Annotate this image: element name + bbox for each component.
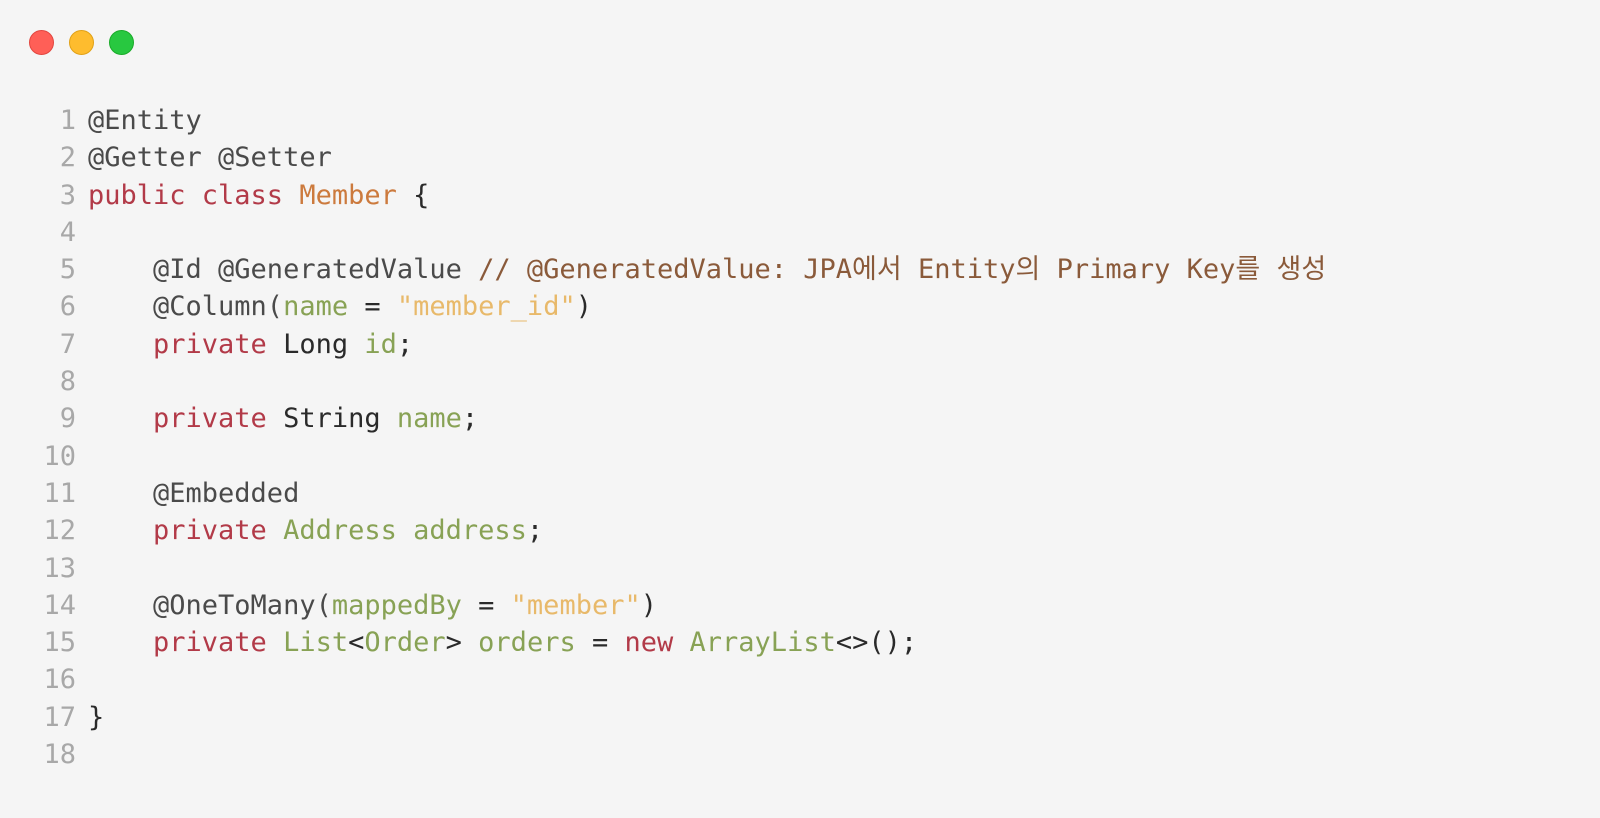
code-token: orders <box>478 627 576 659</box>
line-number: 17 <box>43 701 76 733</box>
code-line: 10 <box>30 438 1326 475</box>
code-token: Long <box>283 328 365 360</box>
line-number: 15 <box>43 627 76 659</box>
code-token: ; <box>526 515 544 547</box>
code-token: id <box>364 328 397 360</box>
line-number: 1 <box>59 105 76 136</box>
line-source: @Id @GeneratedValue // @GeneratedValue: … <box>88 251 1326 288</box>
code-line: 16 <box>30 661 1326 698</box>
line-number: 2 <box>59 142 76 174</box>
line-number: 10 <box>43 440 76 472</box>
code-token: new <box>624 627 690 659</box>
line-source: @OneToMany(mappedBy = "member") <box>88 587 657 624</box>
code-token: @Column( <box>88 291 284 323</box>
maximize-button[interactable] <box>109 30 134 55</box>
close-button[interactable] <box>29 30 54 55</box>
code-token: private <box>88 328 284 360</box>
line-number: 3 <box>59 179 76 211</box>
code-token: address <box>413 515 527 547</box>
code-token: } <box>88 701 105 733</box>
code-line: 12 private Address address; <box>30 512 1326 549</box>
code-token: mappedBy <box>331 589 462 621</box>
code-token: = <box>461 589 511 621</box>
line-number: 12 <box>43 515 76 547</box>
line-number: 8 <box>59 366 76 398</box>
code-token: name <box>396 403 462 435</box>
code-token: private <box>88 627 284 659</box>
line-number: 6 <box>59 291 76 323</box>
code-token: { <box>396 179 430 211</box>
code-token: ArrayList <box>689 627 836 659</box>
code-token: > <box>445 627 479 659</box>
code-token: = <box>348 291 397 323</box>
code-token: = <box>575 627 625 659</box>
window-controls <box>29 30 134 55</box>
code-token: @OneToMany( <box>88 589 332 621</box>
line-source: private Long id; <box>88 326 413 363</box>
code-line: 8 <box>30 363 1326 400</box>
code-token: name <box>283 291 349 323</box>
line-source: private Address address; <box>88 512 543 549</box>
code-token: ; <box>396 328 414 360</box>
code-line: 1 @Entity <box>30 102 1326 139</box>
code-token: @Entity <box>88 105 202 136</box>
code-token: Member <box>299 179 397 211</box>
code-line: 13 <box>30 550 1326 587</box>
code-line: 5 @Id @GeneratedValue // @GeneratedValue… <box>30 251 1326 288</box>
code-token: // @GeneratedValue: JPA에서 Entity의 Primar… <box>478 254 1327 286</box>
code-line: 9 private String name; <box>30 400 1326 437</box>
code-token: < <box>348 627 365 659</box>
line-number: 11 <box>43 477 76 509</box>
code-token: "member" <box>510 589 641 621</box>
line-source: private List<Order> orders = new ArrayLi… <box>88 624 917 661</box>
code-token: @Id @GeneratedValue <box>88 254 479 286</box>
code-token: public class <box>88 179 300 211</box>
line-number: 18 <box>43 739 76 771</box>
code-line: 7 private Long id; <box>30 326 1326 363</box>
code-editor[interactable]: 1 @Entity 2 @Getter @Setter 3 public class Me… <box>30 102 1326 773</box>
code-line: 11 @Embedded <box>30 475 1326 512</box>
line-number: 14 <box>43 589 76 621</box>
line-number: 7 <box>59 328 76 360</box>
code-token: Address <box>283 515 414 547</box>
line-source: @Embedded <box>88 475 299 512</box>
code-token: <>(); <box>835 627 918 659</box>
line-source: } <box>88 699 104 736</box>
line-number: 16 <box>43 664 76 696</box>
code-line: 3 public class Member { <box>30 177 1326 214</box>
code-line: 15 private List<Order> orders = new Arra… <box>30 624 1326 661</box>
code-token: private <box>88 403 284 435</box>
code-token: @Getter @Setter <box>88 142 332 174</box>
code-token: ; <box>461 403 479 435</box>
line-number: 4 <box>59 216 76 248</box>
code-token: Order <box>364 627 446 659</box>
code-line: 2 @Getter @Setter <box>30 139 1326 176</box>
code-token: List <box>283 627 349 659</box>
code-line: 18 <box>30 736 1326 773</box>
code-line: 4 <box>30 214 1326 251</box>
code-token: String <box>283 403 397 435</box>
code-token: private <box>88 515 284 547</box>
code-line: 14 @OneToMany(mappedBy = "member") <box>30 587 1326 624</box>
code-token: ) <box>640 589 657 621</box>
line-source: @Entity <box>88 102 202 139</box>
line-number: 5 <box>59 254 76 286</box>
code-token: "member_id" <box>396 291 576 323</box>
line-number: 13 <box>43 552 76 584</box>
line-number: 9 <box>59 403 76 435</box>
code-token: @Embedded <box>88 477 300 509</box>
line-source: @Getter @Setter <box>88 139 332 176</box>
code-line: 17} <box>30 699 1326 736</box>
code-token: ) <box>575 291 592 323</box>
minimize-button[interactable] <box>69 30 94 55</box>
line-source: public class Member { <box>88 177 429 214</box>
line-source: private String name; <box>88 400 478 437</box>
line-source: @Column(name = "member_id") <box>88 288 592 325</box>
code-line: 6 @Column(name = "member_id") <box>30 288 1326 325</box>
